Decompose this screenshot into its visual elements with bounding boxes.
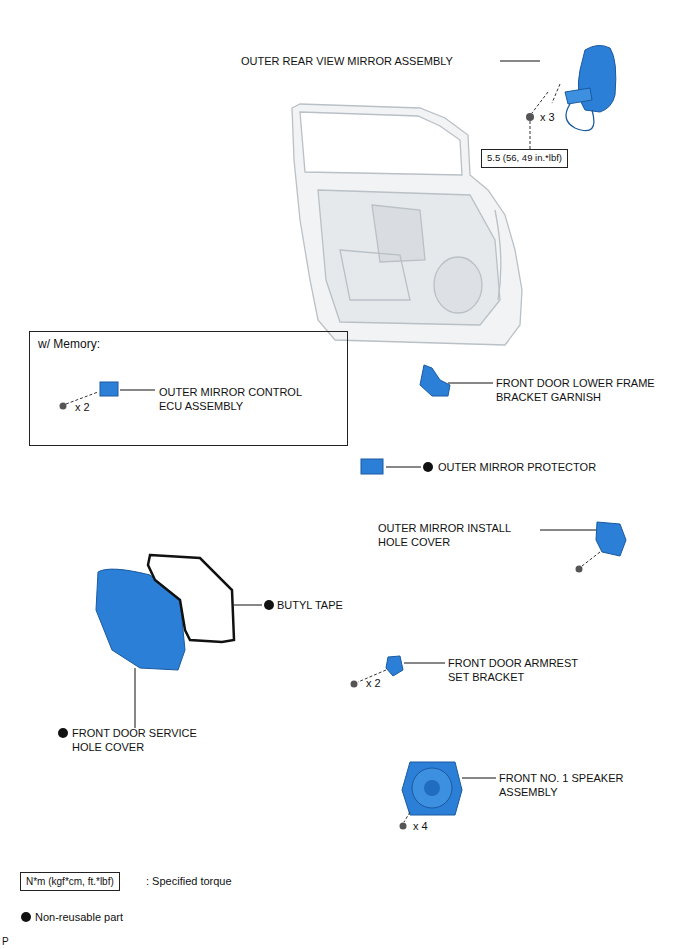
part-name: OUTER REAR VIEW MIRROR ASSEMBLY xyxy=(241,54,501,68)
part-name: FRONT DOOR ARMREST SET BRACKET xyxy=(448,656,588,684)
legend-text: : Specified torque xyxy=(146,874,232,888)
legend-text: Non-reusable part xyxy=(35,910,123,924)
part-name: BUTYL TAPE xyxy=(277,598,387,612)
cover-part xyxy=(540,522,626,573)
part-name: OUTER MIRROR INSTALL HOLE COVER xyxy=(378,521,533,549)
quantity-label: x 2 xyxy=(75,400,105,414)
service-cover-part xyxy=(58,555,274,738)
part-name: OUTER MIRROR PROTECTOR xyxy=(438,460,658,474)
legend-torque-box: N*m (kgf*cm, ft.*lbf) xyxy=(20,872,120,891)
node-title: w/ Memory: xyxy=(38,337,158,351)
quantity-label: x 2 xyxy=(366,676,396,690)
nonreusable-dot xyxy=(21,912,31,922)
protector-part xyxy=(361,459,433,474)
speaker-part xyxy=(400,762,497,830)
quantity-label: x 4 xyxy=(413,819,443,833)
node-title: N*m (kgf*cm, ft.*lbf) xyxy=(26,875,114,888)
part-name: FRONT NO. 1 SPEAKER ASSEMBLY xyxy=(499,771,649,799)
part-name: OUTER MIRROR CONTROL ECU ASSEMBLY xyxy=(159,385,309,413)
page-mark: P xyxy=(2,935,22,949)
mirror-part xyxy=(500,45,616,149)
door-panel xyxy=(292,104,522,345)
node-title: 5.5 (56, 49 in.*lbf) xyxy=(487,152,562,165)
ecu-part xyxy=(60,382,156,410)
variant-box: w/ Memory: OUTER MIRROR CONTROL ECU ASSEM… xyxy=(29,331,348,446)
torque-box: 5.5 (56, 49 in.*lbf) xyxy=(481,149,568,168)
part-name: FRONT DOOR SERVICE HOLE COVER xyxy=(72,726,217,754)
armrest-bracket-part xyxy=(351,656,446,688)
quantity-label: x 3 xyxy=(540,110,570,124)
garnish-part xyxy=(420,365,493,396)
part-name: FRONT DOOR LOWER FRAME BRACKET GARNISH xyxy=(496,376,676,404)
